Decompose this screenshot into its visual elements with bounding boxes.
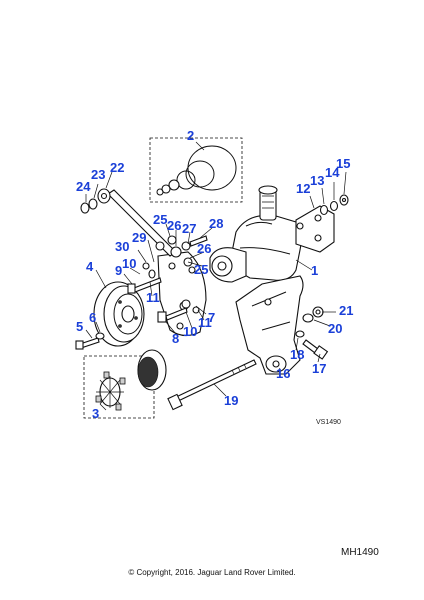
- callout-20: 20: [328, 321, 342, 336]
- callout-26-upper: 26: [167, 218, 181, 233]
- callout-7: 7: [208, 310, 215, 325]
- nut-washer-20-21: [302, 306, 324, 323]
- callout-17: 17: [312, 361, 326, 376]
- callout-10-lower: 10: [183, 324, 197, 339]
- leader-lines: [85, 141, 347, 411]
- tie-rod-assembly: [80, 188, 177, 257]
- callout-2: 2: [187, 128, 194, 143]
- callout-3: 3: [92, 406, 99, 421]
- callout-25-lower: 25: [194, 262, 208, 277]
- callout-27: 27: [182, 221, 196, 236]
- callout-13: 13: [310, 173, 324, 188]
- callout-29: 29: [132, 230, 146, 245]
- callout-15: 15: [336, 156, 350, 171]
- callout-4: 4: [86, 259, 94, 274]
- callout-1: 1: [311, 263, 318, 278]
- copyright-notice: © Copyright, 2016. Jaguar Land Rover Lim…: [128, 568, 296, 577]
- long-through-bolt: [167, 359, 257, 411]
- power-steering-pump: [209, 185, 335, 283]
- mounting-bracket: [235, 275, 304, 375]
- callout-21: 21: [339, 303, 353, 318]
- bolt-washer-5-6: [75, 332, 105, 350]
- centre-fasteners: [127, 235, 208, 323]
- callout-10-upper: 10: [122, 256, 136, 271]
- callout-18: 18: [290, 347, 304, 362]
- drive-pulley: [93, 281, 145, 347]
- callout-5: 5: [76, 319, 83, 334]
- callout-19: 19: [224, 393, 238, 408]
- reference-code: VS1490: [316, 419, 341, 426]
- drawing-code: MH1490: [341, 547, 379, 558]
- callout-25-upper: 25: [153, 212, 167, 227]
- upper-right-fasteners: [319, 194, 349, 216]
- callout-9: 9: [115, 263, 122, 278]
- bolt-washer-17-18: [295, 330, 329, 360]
- callout-28: 28: [209, 216, 223, 231]
- seal-kit-group: [149, 137, 243, 203]
- callout-6: 6: [89, 310, 96, 325]
- callout-16: 16: [276, 366, 290, 381]
- callout-22: 22: [110, 160, 124, 175]
- callout-23: 23: [91, 167, 105, 182]
- callout-30: 30: [115, 239, 129, 254]
- callout-11-left: 11: [146, 290, 160, 305]
- impeller-group: [83, 349, 167, 419]
- callout-12: 12: [296, 181, 310, 196]
- callout-26-lower: 26: [197, 241, 211, 256]
- callout-8: 8: [172, 331, 179, 346]
- callout-labels: 1 2 3 4 5 6 7 8 9 10 10 11 11 12 13 14 1…: [76, 128, 353, 421]
- callout-11-right: 11: [198, 315, 212, 330]
- callout-14: 14: [325, 165, 340, 180]
- callout-24: 24: [76, 179, 91, 194]
